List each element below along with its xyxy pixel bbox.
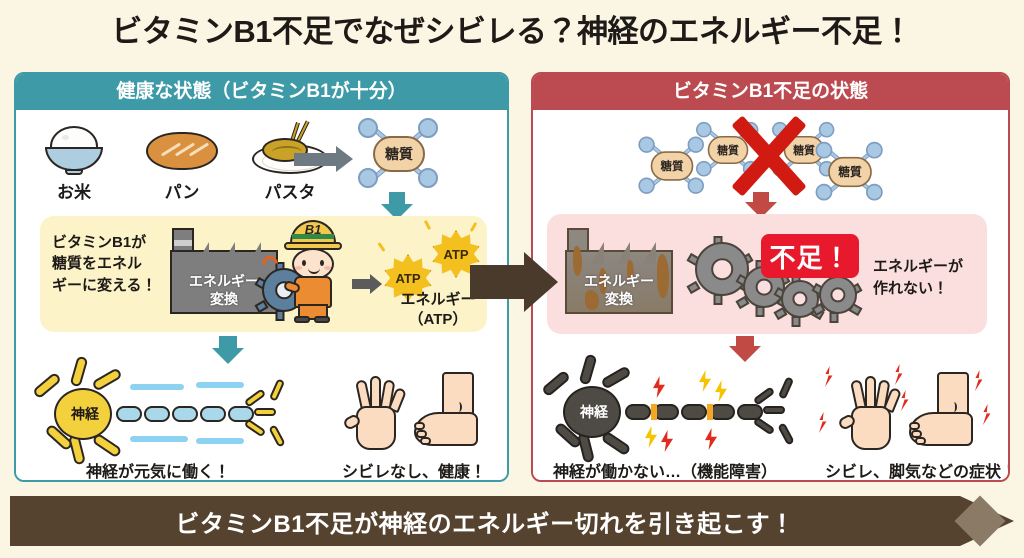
arrow-right-icon [294, 146, 353, 172]
factory-rusty-icon: エネルギー 変換 [565, 228, 673, 314]
conversion-note: ビタミンB1が 糖質をエネル ギーに変える！ [52, 234, 157, 294]
carbohydrate-molecule: 糖質 [814, 138, 886, 205]
factory-label: エネルギー 変換 [584, 273, 654, 307]
tingle-zigzag-icon [982, 404, 991, 425]
lightning-bolt-icon [661, 430, 673, 452]
tingle-zigzag-icon [894, 364, 903, 385]
neuron-healthy-icon: 神経 [31, 355, 298, 466]
healthy-state-body: お米 パン パスタ [16, 110, 507, 481]
lightning-bolt-icon [699, 370, 711, 392]
energy-failure-box: エネルギー 変換 [547, 214, 987, 334]
signal-flow-arrow-icon [130, 384, 184, 390]
banner-text: ビタミンB1不足が神経のエネルギー切れを引き起こす！ [175, 510, 795, 538]
spark-icon [469, 221, 478, 233]
deficiency-badge: 不足！ [761, 234, 859, 278]
deficient-state-header: ビタミンB1不足の状態 [533, 74, 1008, 110]
healthy-nerve-caption: 神経が元気に働く！ [86, 464, 231, 481]
neuron-damaged-icon: 神経 [540, 353, 807, 464]
spark-icon [377, 242, 386, 252]
molecule-label: 糖質 [373, 136, 425, 172]
carbohydrate-molecule: 糖質 [770, 119, 837, 181]
worker-b1-icon: B1 [278, 220, 348, 323]
nerve-label: 神経 [71, 406, 99, 422]
food-label: お米 [57, 183, 91, 202]
lightning-bolt-icon [645, 426, 657, 448]
signal-flow-arrow-icon [196, 382, 244, 388]
gear-broken-icon [686, 236, 754, 305]
molecule-label: 糖質 [783, 135, 825, 165]
food-label: パスタ [264, 183, 316, 202]
foot-icon [907, 372, 981, 454]
lightning-bolt-icon [653, 376, 665, 398]
healthy-state-panel: 健康な状態（ビタミンB1が十分） お米 パン [14, 72, 509, 482]
summary-banner: ビタミンB1不足が神経のエネルギー切れを引き起こす！ [10, 495, 1014, 547]
spark-icon [423, 219, 432, 231]
lightning-bolt-icon [705, 428, 717, 450]
tingle-zigzag-icon [900, 390, 909, 411]
nerve-label: 神経 [580, 404, 608, 420]
molecule-label: 糖質 [650, 151, 694, 181]
arrow-right-icon [352, 274, 382, 294]
food-item-rice: お米 [24, 116, 124, 203]
hand-icon [342, 376, 408, 454]
rice-bowl-icon [24, 116, 124, 178]
healthy-state-header: 健康な状態（ビタミンB1が十分） [16, 74, 507, 110]
molecule-label: 糖質 [707, 135, 749, 165]
arrow-down-icon [729, 336, 761, 362]
foot-icon [412, 372, 486, 454]
no-energy-note: エネルギーが 作れない！ [873, 258, 964, 297]
carbohydrate-molecule: 糖質 [637, 133, 708, 199]
blocked-carbohydrate-group: 糖質 糖質 糖質 [629, 110, 929, 206]
healthy-symptom-caption: シビレなし、健康！ [342, 464, 487, 481]
tingle-zigzag-icon [824, 366, 833, 387]
damaged-symptom-caption: シビレ、脚気などの症状！ [825, 464, 1010, 481]
signal-flow-arrow-icon [130, 436, 188, 442]
arrow-right-large-icon [470, 252, 558, 312]
helmet-label: B1 [304, 222, 322, 237]
red-cross-icon [721, 108, 817, 204]
energy-caption: エネルギー （ATP） [400, 291, 476, 328]
symptom-group [811, 360, 1007, 456]
food-label: パン [164, 183, 200, 202]
deficient-state-panel: ビタミンB1不足の状態 糖質 [531, 72, 1010, 482]
food-item-bread: パン [132, 116, 232, 203]
bread-icon [132, 116, 232, 178]
deficient-state-body: 糖質 糖質 糖質 [533, 110, 1010, 481]
lightning-bolt-icon [715, 380, 727, 402]
factory-label: エネルギー 変換 [189, 273, 259, 307]
tingle-zigzag-icon [974, 370, 983, 391]
energy-conversion-box: ビタミンB1が 糖質をエネル ギーに変える！ エネルギー 変換 [40, 216, 487, 332]
molecule-label: 糖質 [828, 156, 872, 188]
signal-flow-arrow-icon [196, 438, 244, 444]
banner-bar [10, 496, 960, 546]
food-source-group: お米 パン パスタ [24, 116, 354, 208]
tingle-zigzag-icon [818, 412, 827, 433]
arrow-down-icon [212, 336, 244, 364]
hand-icon [837, 376, 903, 454]
carbohydrate-molecule: 糖質 [356, 114, 442, 194]
gear-broken-icon [811, 270, 863, 324]
damaged-nerve-caption: 神経が働かない…（機能障害） [553, 464, 778, 481]
page-title: ビタミンB1不足でなぜシビレる？神経のエネルギー不足！ [111, 14, 913, 49]
